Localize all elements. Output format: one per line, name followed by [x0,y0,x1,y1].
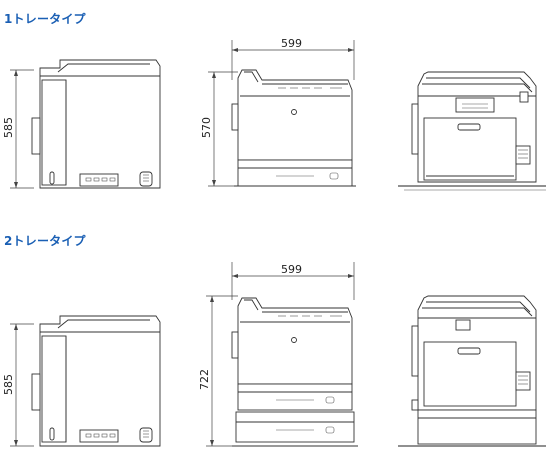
front-height-label-1: 570 [200,117,213,138]
side-view-2tray: 585 [2,315,161,447]
front-view-2tray: 599 722 [198,262,358,447]
front-width-label-2: 599 [281,263,302,276]
section-title-1tray: 1トレータイプ [4,12,86,26]
side-height-label-1: 585 [2,117,15,138]
rear-view-1tray [398,71,546,191]
rear-view-2tray [398,295,546,447]
front-height-label-2: 722 [198,369,211,390]
side-view-1tray: 585 [2,59,161,189]
section-title-2tray: 2トレータイプ [4,234,86,248]
front-view-1tray: 599 570 [200,37,356,187]
front-width-label-1: 599 [281,37,302,50]
side-height-label-2: 585 [2,374,15,395]
